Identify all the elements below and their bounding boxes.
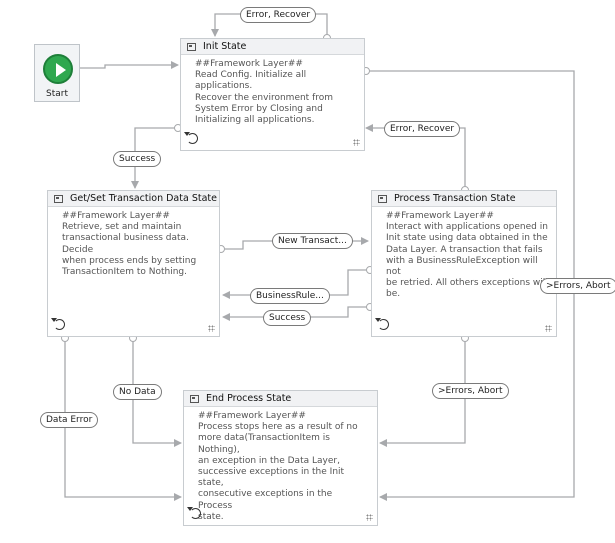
resize-grip-icon[interactable]	[366, 514, 373, 521]
transition-label-error-recover[interactable]: Error, Recover	[384, 121, 461, 137]
state-icon	[54, 194, 63, 203]
start-label: Start	[46, 89, 68, 99]
loop-icon	[184, 132, 198, 144]
play-icon	[43, 54, 73, 84]
state-annotation: ##Framework Layer## Process stops here a…	[198, 411, 358, 522]
loop-icon	[187, 507, 201, 519]
resize-grip-icon[interactable]	[545, 325, 552, 332]
final-state-icon	[190, 394, 199, 403]
wire-getset-end-dataerror	[64, 338, 182, 501]
wire-init-getset	[131, 127, 178, 189]
wire-process-end	[379, 338, 466, 447]
wire-process-init	[365, 124, 466, 190]
state-header: End Process State	[184, 391, 377, 407]
transition-label-success[interactable]: Success	[113, 151, 162, 167]
state-icon	[187, 42, 196, 51]
transition-label-errors-abort[interactable]: >Errors, Abort	[432, 383, 509, 399]
state-title: Process Transaction State	[394, 193, 516, 204]
transition-label-success[interactable]: Success	[263, 310, 312, 326]
transition-label-error-recover[interactable]: Error, Recover	[240, 7, 317, 23]
transition-label-errors-abort[interactable]: >Errors, Abort	[540, 278, 615, 294]
state-header: Get/Set Transaction Data State	[48, 191, 219, 207]
state-header: Init State	[181, 39, 364, 55]
loop-icon	[51, 318, 65, 330]
state-get-set-transaction[interactable]: Get/Set Transaction Data State ##Framewo…	[47, 190, 220, 337]
start-node[interactable]: Start	[34, 44, 80, 102]
state-annotation: ##Framework Layer## Retrieve, set and ma…	[62, 211, 197, 278]
transition-label-data-error[interactable]: Data Error	[40, 412, 99, 428]
wire-start-init	[80, 61, 179, 69]
transition-label-no-data[interactable]: No Data	[113, 384, 162, 400]
transition-label-new-transaction[interactable]: New Transact...	[272, 233, 353, 249]
state-annotation: ##Framework Layer## Read Config. Initial…	[195, 59, 334, 126]
loop-icon	[375, 318, 389, 330]
resize-grip-icon[interactable]	[353, 139, 360, 146]
wire-getset-end-nodata	[132, 338, 182, 447]
state-end-process[interactable]: End Process State ##Framework Layer## Pr…	[183, 390, 378, 526]
state-icon	[378, 194, 387, 203]
state-title: End Process State	[206, 393, 292, 404]
state-title: Get/Set Transaction Data State	[70, 193, 217, 204]
transition-label-business-rule[interactable]: BusinessRule...	[250, 288, 330, 304]
state-annotation: ##Framework Layer## Interact with applic…	[386, 211, 548, 300]
state-header: Process Transaction State	[372, 191, 556, 207]
state-title: Init State	[203, 41, 247, 52]
state-process-transaction[interactable]: Process Transaction State ##Framework La…	[371, 190, 557, 337]
resize-grip-icon[interactable]	[208, 325, 215, 332]
state-init[interactable]: Init State ##Framework Layer## Read Conf…	[180, 38, 365, 151]
